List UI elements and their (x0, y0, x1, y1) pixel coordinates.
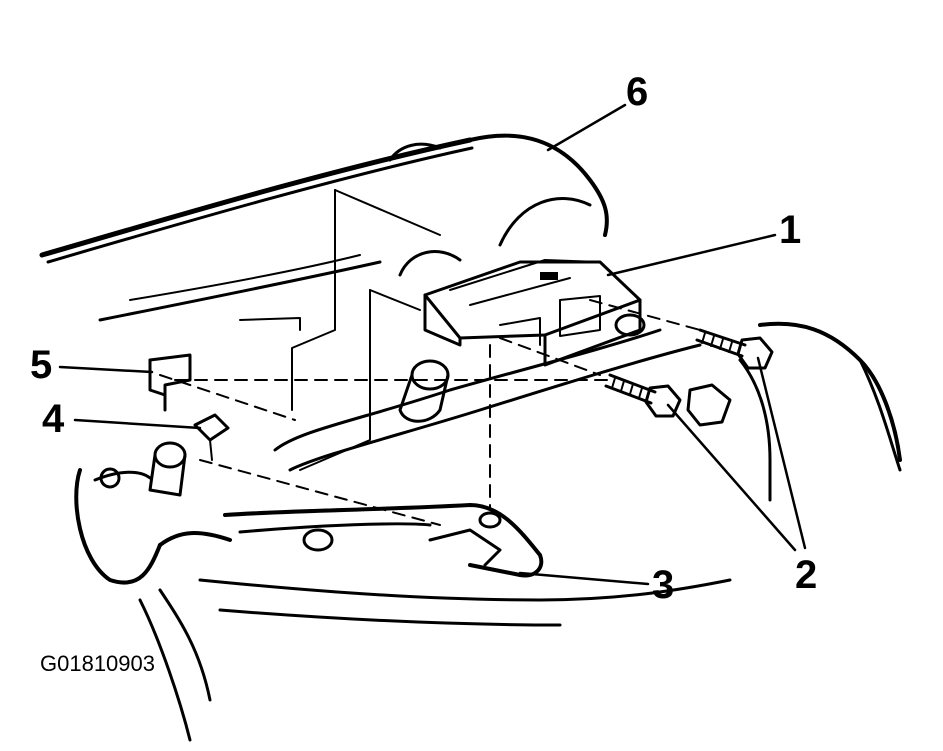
clip-part (193, 413, 230, 461)
engine-right-body (738, 321, 902, 502)
callout-3: 3 (652, 563, 674, 607)
leader-6 (546, 103, 627, 152)
module-label (540, 272, 558, 280)
leader-lines (58, 103, 807, 586)
engine-cover (39, 133, 609, 322)
alignment-lines (159, 299, 701, 526)
leader-3 (518, 571, 650, 586)
lower-frame (74, 467, 732, 742)
leader-2b (666, 403, 797, 552)
callout-6: 6 (626, 70, 648, 114)
leader-2a (756, 356, 807, 550)
control-module (423, 259, 642, 367)
mounting-bolts (604, 328, 774, 427)
callout-4: 4 (42, 397, 65, 441)
leader-4 (73, 418, 202, 430)
mounting-plate (239, 189, 702, 472)
callout-labels: 6 1 2 3 4 5 (30, 70, 817, 607)
bolt-lower (604, 373, 682, 418)
figure-id: G01810903 (40, 651, 155, 676)
engine-bosses (148, 313, 646, 497)
bolt-upper (695, 328, 774, 370)
callout-1: 1 (779, 208, 801, 252)
callout-5: 5 (30, 343, 52, 387)
side-bracket (148, 353, 192, 412)
lower-bracket (223, 503, 544, 578)
leader-1 (606, 233, 777, 277)
leader-5 (58, 365, 154, 374)
callout-2: 2 (795, 553, 817, 597)
